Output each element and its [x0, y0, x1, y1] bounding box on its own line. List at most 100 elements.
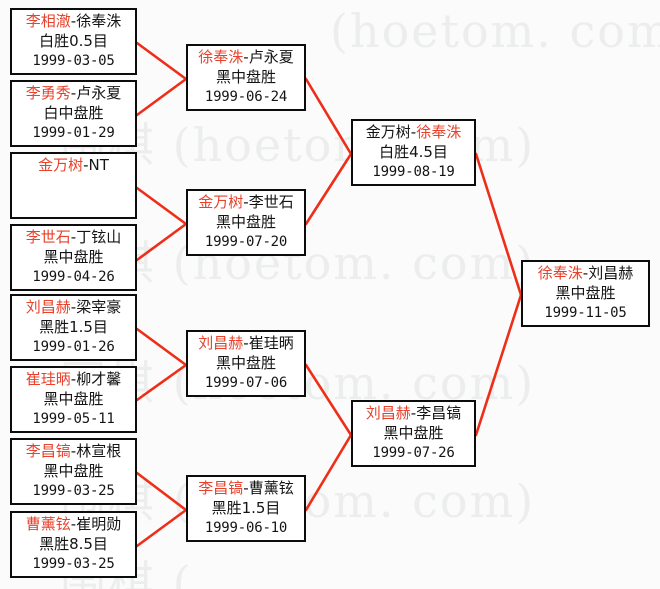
match-box-r1-3[interactable]: 金万树-NT [10, 152, 137, 220]
connector-r2m2 [304, 152, 353, 226]
match-box-final[interactable]: 徐奉洙-刘昌赫 黑中盘胜 1999-11-05 [521, 260, 650, 328]
connector-r1m1 [135, 41, 188, 81]
match-loser: 丁铉山 [76, 228, 122, 246]
match-loser: 柳才馨 [76, 370, 122, 388]
match-separator: - [410, 123, 417, 141]
match-separator: - [70, 298, 77, 316]
match-box-r1-4[interactable]: 李世石-丁铉山 黑中盘胜 1999-04-26 [10, 224, 137, 292]
match-players: 崔珪昞-柳才馨 [16, 370, 131, 390]
match-winner: 徐奉洙 [537, 264, 583, 282]
match-result: 黑中盘胜 [43, 247, 104, 266]
match-players: 刘昌赫-李昌镐 [357, 404, 470, 424]
match-loser: 金万树 [365, 123, 411, 141]
match-loser: 李世石 [248, 193, 294, 211]
match-result: 黑中盘胜 [215, 67, 276, 86]
match-loser: 梁宰豪 [76, 298, 122, 316]
match-winner: 李昌镐 [198, 479, 244, 497]
match-box-r2-4[interactable]: 李昌镐-曹薰铉 黑胜1.5目 1999-06-10 [186, 475, 306, 543]
match-separator: - [70, 12, 77, 30]
match-players: 李相澈-徐奉洙 [16, 12, 131, 32]
match-winner: 李昌镐 [25, 442, 71, 460]
match-result: 黑中盘胜 [43, 461, 104, 480]
connector-r1m7 [135, 471, 188, 512]
match-box-r1-1[interactable]: 李相澈-徐奉洙 白胜0.5目 1999-03-05 [10, 8, 137, 76]
match-box-r1-7[interactable]: 李昌镐-林宣根 黑中盘胜 1999-03-25 [10, 438, 137, 506]
match-winner: 曹薰铉 [25, 515, 71, 533]
match-box-sf-1[interactable]: 金万树-徐奉洙 白胜4.5目 1999-08-19 [351, 119, 476, 187]
match-loser: 崔珪昞 [248, 334, 294, 352]
match-winner: 李相澈 [25, 12, 71, 30]
match-loser: 徐奉洙 [76, 12, 122, 30]
match-loser: 曹薰铉 [248, 479, 294, 497]
match-date: 1999-04-26 [32, 268, 115, 285]
match-winner: 徐奉洙 [416, 123, 462, 141]
match-players: 徐奉洙-刘昌赫 [527, 264, 644, 284]
match-separator: - [410, 404, 417, 422]
match-loser: 林宣根 [76, 442, 122, 460]
match-box-r1-2[interactable]: 李勇秀-卢永夏 白中盘胜 1999-01-29 [10, 80, 137, 148]
match-players: 徐奉洙-卢永夏 [192, 48, 300, 68]
match-loser: NT [88, 156, 109, 174]
match-winner: 金万树 [38, 156, 84, 174]
connector-r1m3 [135, 186, 188, 226]
match-date: 1999-07-26 [372, 444, 455, 461]
watermark-line: (hoetom. com) [330, 4, 660, 58]
connector-r1m5 [135, 327, 188, 367]
match-date: 1999-06-24 [204, 88, 288, 105]
match-separator: - [243, 334, 249, 352]
match-players: 金万树-NT [16, 156, 131, 176]
match-separator: - [83, 156, 89, 174]
match-result: 黑中盘胜 [215, 212, 276, 231]
match-date: 1999-07-20 [204, 233, 288, 250]
match-date: 1999-03-25 [32, 482, 115, 499]
match-loser: 崔明勋 [76, 515, 122, 533]
match-date: 1999-08-19 [372, 163, 455, 180]
match-result: 黑胜1.5目 [211, 498, 281, 517]
match-result: 黑中盘胜 [215, 353, 276, 372]
match-date: 1999-05-11 [32, 410, 115, 427]
match-date: 1999-03-05 [32, 52, 115, 69]
match-players: 刘昌赫-梁宰豪 [16, 298, 131, 318]
connector-r2m1 [304, 77, 353, 156]
match-separator: - [70, 515, 77, 533]
match-loser: 卢永夏 [248, 48, 294, 66]
connector-r1m4 [135, 222, 188, 262]
connector-sf1 [474, 152, 523, 297]
match-box-r2-3[interactable]: 刘昌赫-崔珪昞 黑中盘胜 1999-07-06 [186, 330, 306, 398]
match-loser: 李昌镐 [416, 404, 462, 422]
match-box-r1-5[interactable]: 刘昌赫-梁宰豪 黑胜1.5目 1999-01-26 [10, 294, 137, 362]
match-result: 黑胜8.5目 [39, 534, 108, 553]
match-players: 金万树-李世石 [192, 193, 300, 213]
match-players: 李勇秀-卢永夏 [16, 84, 131, 104]
match-result: 白中盘胜 [43, 103, 104, 122]
match-date: 1999-11-05 [544, 304, 627, 321]
match-players: 李昌镐-曹薰铉 [192, 479, 300, 499]
match-separator: - [70, 370, 77, 388]
match-box-r1-6[interactable]: 崔珪昞-柳才馨 黑中盘胜 1999-05-11 [10, 366, 137, 434]
match-date: 1999-06-10 [204, 519, 288, 536]
match-players: 李世石-丁铉山 [16, 228, 131, 248]
connector-r2m3 [304, 363, 353, 437]
match-separator: - [582, 264, 589, 282]
connector-r2m4 [304, 433, 353, 512]
match-separator: - [70, 228, 77, 246]
connector-r1m6 [135, 363, 188, 402]
match-winner: 李勇秀 [25, 84, 71, 102]
match-date: 1999-01-26 [32, 338, 115, 355]
match-separator: - [243, 193, 249, 211]
match-date: 1999-03-25 [32, 555, 115, 572]
match-players: 曹薰铉-崔明勋 [16, 515, 131, 535]
match-box-r2-1[interactable]: 徐奉洙-卢永夏 黑中盘胜 1999-06-24 [186, 44, 306, 112]
match-winner: 刘昌赫 [365, 404, 411, 422]
match-winner: 徐奉洙 [198, 48, 244, 66]
match-winner: 金万树 [198, 193, 244, 211]
match-box-sf-2[interactable]: 刘昌赫-李昌镐 黑中盘胜 1999-07-26 [351, 400, 476, 468]
match-loser: 卢永夏 [76, 84, 122, 102]
match-separator: - [70, 84, 77, 102]
match-winner: 刘昌赫 [198, 334, 244, 352]
connector-r1m2 [135, 77, 188, 117]
match-box-r1-8[interactable]: 曹薰铉-崔明勋 黑胜8.5目 1999-03-25 [10, 511, 137, 579]
connector-r1m8 [135, 508, 188, 548]
connector-sf2 [474, 293, 523, 437]
match-box-r2-2[interactable]: 金万树-李世石 黑中盘胜 1999-07-20 [186, 189, 306, 257]
